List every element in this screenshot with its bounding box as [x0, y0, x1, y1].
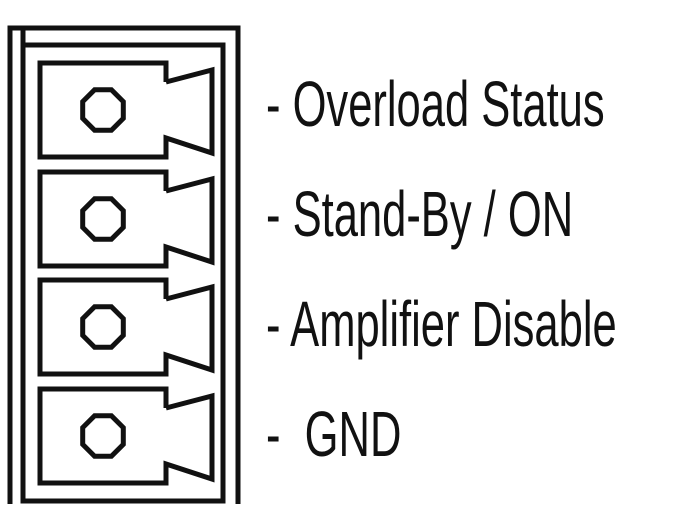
label-standby-on: - Stand-By / ON	[266, 178, 574, 250]
screw-icon	[80, 87, 126, 133]
label-overload-status: - Overload Status	[266, 68, 605, 140]
inner-housing	[20, 28, 226, 504]
screw-icon	[80, 304, 126, 350]
label-amplifier-disable: - Amplifier Disable	[266, 288, 617, 360]
terminal-3	[37, 277, 215, 377]
outer-housing	[7, 25, 241, 504]
terminal-1	[37, 60, 215, 160]
screw-icon	[80, 196, 126, 242]
terminal-2	[37, 169, 215, 269]
terminal-4	[37, 386, 215, 486]
screw-icon	[80, 413, 126, 459]
label-gnd: - GND	[266, 398, 402, 470]
